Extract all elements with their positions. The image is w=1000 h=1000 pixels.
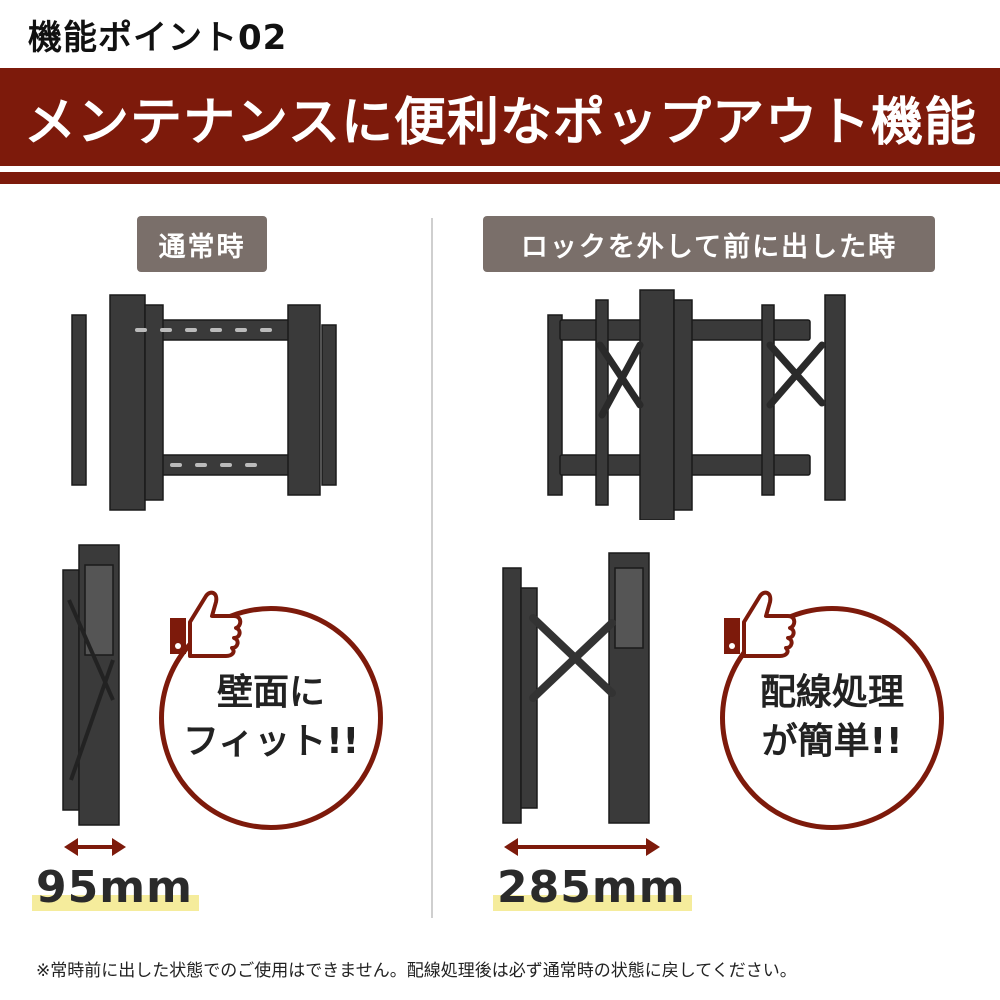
double-arrow-icon — [504, 838, 660, 856]
double-arrow-icon — [64, 838, 126, 856]
wiring-easy-text: 配線処理 が簡単!! — [759, 672, 904, 762]
depth-popout-value: 285mm — [497, 862, 686, 913]
page-title: メンテナンスに便利なポップアウト機能 — [24, 92, 977, 153]
popout-state-tag: ロックを外して前に出した時 — [483, 216, 935, 272]
point-label: 機能ポイント02 — [28, 18, 288, 58]
mount-side-popout-image — [502, 552, 650, 824]
depth-normal-measure: 95mm — [32, 862, 199, 913]
title-banner: メンテナンスに便利なポップアウト機能 — [0, 68, 1000, 166]
usage-note: ※常時前に出した状態でのご使用はできません。配線処理後は必ず通常時の状態に戻して… — [36, 961, 797, 981]
thumbs-up-icon — [724, 590, 797, 658]
column-divider — [431, 218, 433, 918]
mount-front-popout-image — [547, 289, 846, 520]
thumbs-up-icon — [170, 590, 243, 658]
banner-underline — [0, 172, 1000, 184]
mount-front-normal-image — [71, 294, 337, 511]
normal-state-tag: 通常時 — [137, 216, 267, 272]
depth-normal-value: 95mm — [36, 862, 193, 913]
wall-fit-text: 壁面に フィット!! — [182, 672, 360, 762]
depth-popout-measure: 285mm — [493, 862, 692, 913]
mount-side-normal-image — [62, 544, 120, 826]
